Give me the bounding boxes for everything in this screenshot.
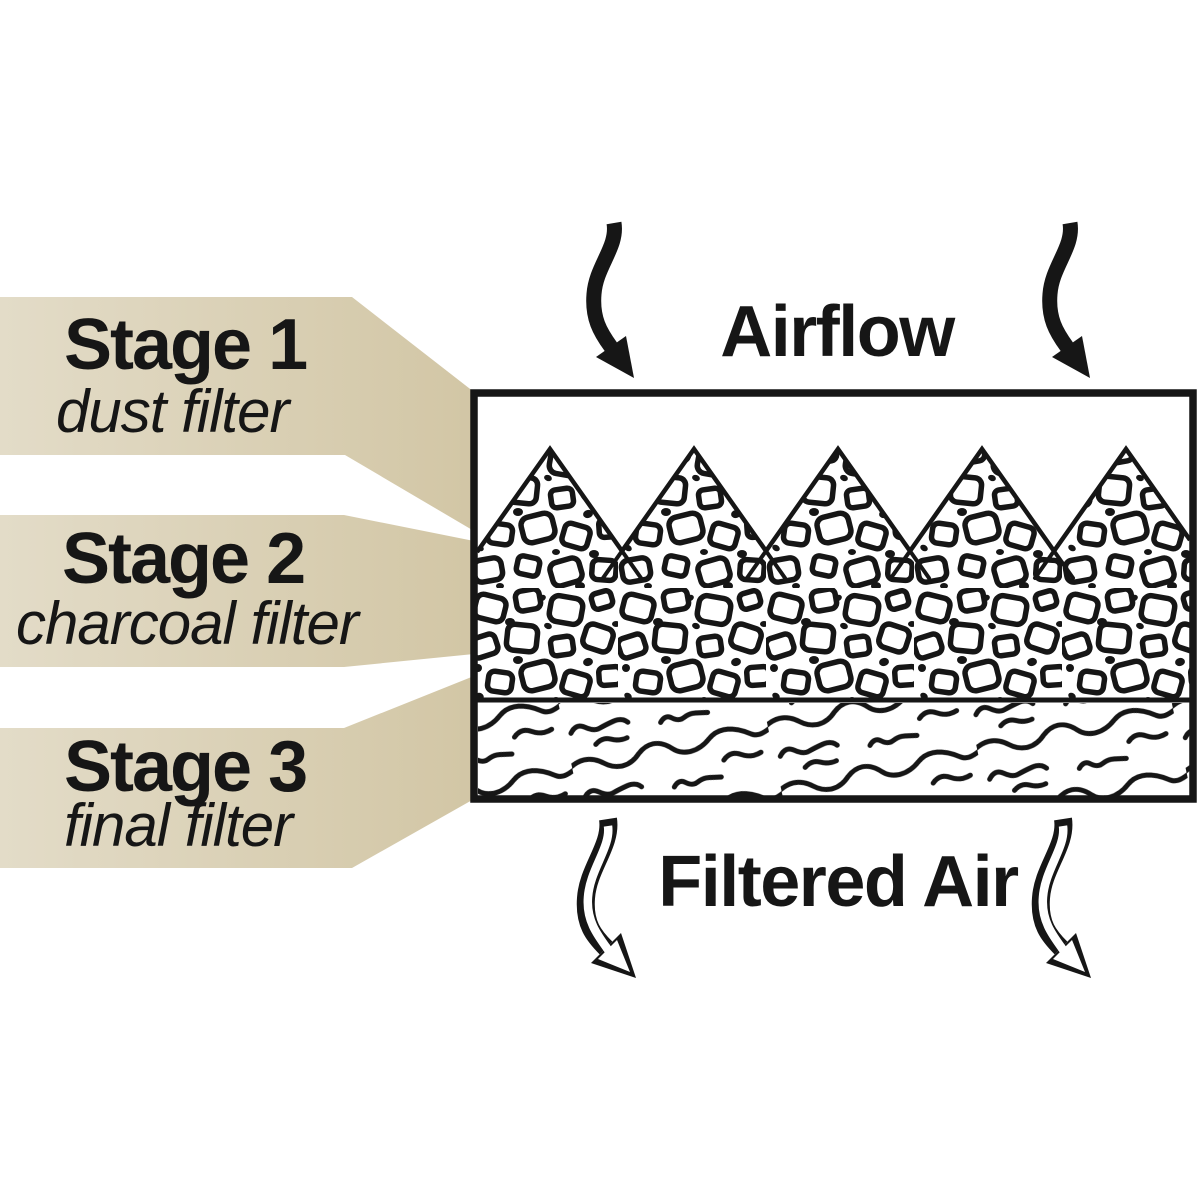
airflow-arrow-left-icon xyxy=(586,221,634,378)
stage1-subtitle: dust filter xyxy=(56,378,289,445)
stage2-subtitle: charcoal filter xyxy=(16,590,359,657)
filtered-air-arrow-right-icon xyxy=(1041,819,1091,978)
filter-box-border xyxy=(470,389,1197,803)
charcoal-pebble-layer xyxy=(477,449,1190,699)
stage3-subtitle: final filter xyxy=(64,792,293,859)
stage3-ribbon xyxy=(0,676,474,868)
stage3-title: Stage 3 xyxy=(64,727,308,807)
airflow-label: Airflow xyxy=(720,292,955,372)
filtered-air-arrow-left-icon xyxy=(576,817,636,978)
filtered-air-label: Filtered Air xyxy=(658,842,1019,922)
stage1-ribbon xyxy=(0,297,474,531)
stage-ribbons xyxy=(0,297,474,868)
airflow-arrow-right-icon xyxy=(1050,223,1090,378)
pleat-edge-crossings xyxy=(601,549,1075,580)
final-filter-wavy-layer xyxy=(478,703,1190,796)
stage1-title: Stage 1 xyxy=(64,305,308,385)
stage2-title: Stage 2 xyxy=(62,519,306,599)
pleat-zigzag-outline xyxy=(475,445,1192,555)
stage2-ribbon xyxy=(0,515,474,667)
